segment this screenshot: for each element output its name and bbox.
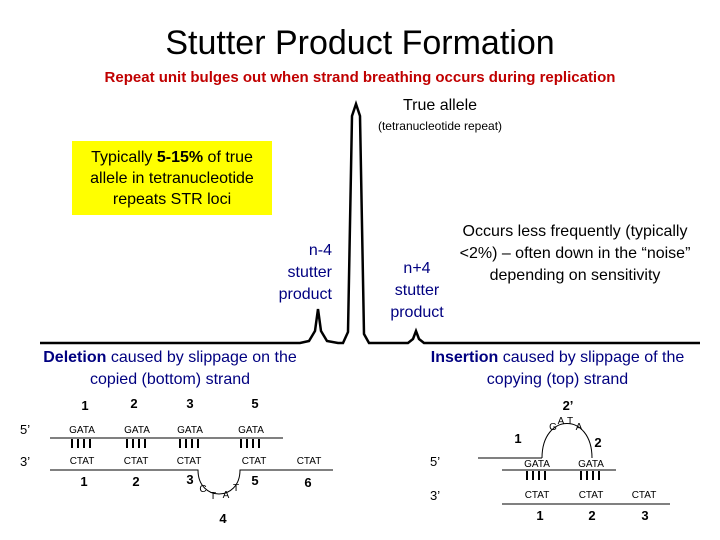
insertion-frequency-note: Occurs less frequently (typically <2%) –…	[459, 223, 691, 284]
left-bottom-unit: CTAT	[177, 456, 202, 467]
left-bottom-number: 2	[132, 474, 139, 489]
callout-suffix: of true allele in tetranucleotide repeat…	[90, 149, 254, 208]
insertion-diagram: 2’ 1 2 G A T A 5’ 3’ GATA GATA CTAT CTAT…	[430, 398, 670, 523]
n-minus-4-line3: product	[278, 286, 332, 303]
right-top-unit: GATA	[524, 459, 550, 470]
right-bulge-letter: A	[576, 422, 583, 433]
deletion-bold: Deletion	[43, 349, 107, 366]
right-bottom-unit: CTAT	[525, 490, 550, 501]
left-top-number: 2	[130, 396, 137, 411]
left-bottom-unit: CTAT	[297, 456, 322, 467]
left-bottom-unit: CTAT	[70, 456, 95, 467]
right-bulge-letter: T	[567, 416, 573, 427]
right-bottom-unit: CTAT	[579, 490, 604, 501]
insertion-caption: Insertion caused by slippage of the copy…	[425, 347, 690, 391]
left-bottom-unit: CTAT	[124, 456, 149, 467]
right-bulge-letter: G	[549, 422, 557, 433]
right-bottom-number: 2	[588, 508, 595, 523]
left-top-unit: GATA	[69, 425, 95, 436]
n-minus-4-label: n-4 stutter product	[240, 240, 332, 306]
left-bottom-number: 6	[304, 475, 311, 490]
left-bottom-unit: CTAT	[242, 456, 267, 467]
right-5prime-end: 5’	[430, 454, 440, 469]
peak-trace	[40, 100, 700, 345]
left-bottom-number: 5	[251, 473, 258, 488]
right-hydrogen-bonds	[526, 471, 600, 480]
callout-prefix: Typically	[91, 149, 157, 166]
right-bottom-number: 1	[536, 508, 543, 523]
left-bottom-number: 1	[80, 474, 87, 489]
bulge-letter: T	[233, 483, 239, 494]
right-top-number: 1	[514, 431, 521, 446]
n-plus-4-label: n+4 stutter product	[372, 258, 462, 324]
left-top-number: 5	[251, 396, 258, 411]
left-top-unit: GATA	[124, 425, 150, 436]
bulge-letter: T	[210, 491, 216, 502]
deletion-rest: caused by slippage on the copied (bottom…	[89, 349, 297, 388]
deletion-caption: Deletion caused by slippage on the copie…	[40, 347, 300, 391]
n-plus-4-line2: stutter	[394, 282, 440, 299]
bulge-letter: A	[223, 490, 230, 501]
right-bulge-letter: A	[558, 416, 565, 427]
right-top-number: 2’	[563, 398, 574, 413]
right-bottom-number: 3	[641, 508, 648, 523]
left-hydrogen-bonds	[71, 439, 260, 448]
left-5prime-end: 5’	[20, 422, 30, 437]
bulge-letter: C	[199, 484, 206, 495]
right-bottom-unit: CTAT	[632, 490, 657, 501]
right-3prime-end: 3’	[430, 488, 440, 503]
n-plus-4-line1: n+4	[403, 260, 431, 277]
true-allele-sublabel: (tetranucleotide repeat)	[377, 119, 503, 133]
left-top-number: 3	[186, 396, 193, 411]
left-bottom-number: 3	[186, 472, 193, 487]
left-top-unit: GATA	[238, 425, 264, 436]
left-3prime-end: 3’	[20, 454, 30, 469]
left-top-number: 1	[81, 398, 88, 413]
right-top-number: 2	[594, 435, 601, 450]
bulge-number: 4	[219, 511, 227, 526]
left-bottom-strand-with-bulge	[50, 469, 333, 495]
n-minus-4-line1: n-4	[308, 242, 332, 259]
right-top-unit: GATA	[578, 459, 604, 470]
true-allele-label: True allele	[402, 97, 478, 114]
left-top-unit: GATA	[177, 425, 203, 436]
right-bulge-loop	[541, 423, 593, 459]
insertion-rest: caused by slippage of the copying (top) …	[486, 349, 685, 388]
n-plus-4-line3: product	[390, 304, 444, 321]
stutter-percentage-callout: Typically 5-15% of true allele in tetran…	[72, 141, 272, 215]
n-minus-4-line2: stutter	[287, 264, 332, 281]
page-title: Stutter Product Formation	[165, 24, 555, 62]
deletion-diagram: 1 2 3 5 5’ 3’ GATA GATA GATA GATA CTAT C…	[20, 396, 333, 526]
callout-highlight: 5-15%	[156, 149, 204, 166]
insertion-bold: Insertion	[430, 349, 499, 366]
page-subtitle: Repeat unit bulges out when strand breat…	[104, 69, 616, 86]
